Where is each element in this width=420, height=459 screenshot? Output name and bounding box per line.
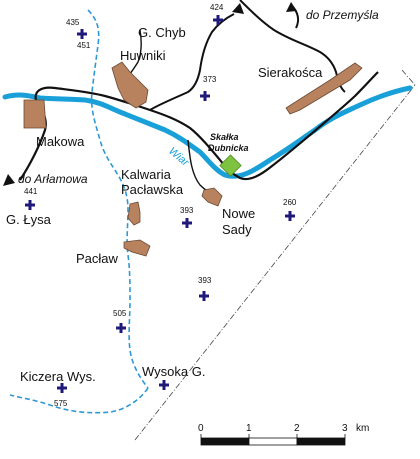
arrow-przemysl-icon <box>286 2 297 12</box>
scale-tick-1: 1 <box>246 423 252 434</box>
label-wysoka: Wysoka G. <box>142 364 205 379</box>
settlement-sierakosca <box>285 62 363 115</box>
summit-393a-marker <box>182 218 192 228</box>
scale-seg-3 <box>296 437 346 446</box>
poi-skalka-label-1: Skałka <box>210 132 239 142</box>
summit-373-marker <box>200 91 210 101</box>
altitude-575: 575 <box>54 399 68 408</box>
altitude-435: 435 <box>66 18 80 27</box>
settlement-nowe-sady <box>201 187 223 207</box>
altitude-260: 260 <box>283 198 297 207</box>
trail-west <box>87 9 149 389</box>
arrow-north-icon <box>232 3 244 14</box>
settlement-huwniki <box>111 61 149 109</box>
scale-tick-3: 3 <box>342 423 348 434</box>
label-kalwaria-1: Kalwaria <box>121 167 172 182</box>
summit-424-marker <box>213 15 223 25</box>
label-huwniki: Huwniki <box>120 48 166 63</box>
settlement-makowa <box>23 99 47 129</box>
label-nowe-1: Nowe <box>222 206 255 221</box>
road-north <box>149 13 235 111</box>
summit-393b-marker <box>199 291 209 301</box>
altitude-424: 424 <box>210 3 224 12</box>
summit-435-marker <box>77 29 87 39</box>
scale-unit: km <box>356 423 369 434</box>
label-kiczera: Kiczera Wys. <box>20 369 96 384</box>
label-nowe-2: Sady <box>222 222 252 237</box>
altitude-373: 373 <box>203 75 217 84</box>
label-kalwaria-2: Pacławska <box>121 182 184 197</box>
label-do-arlamowa: do Arłamowa <box>18 172 88 186</box>
settlement-paclaw <box>123 239 151 257</box>
scale-tick-2: 2 <box>294 423 300 434</box>
poi-skalka-label-2: Dubnicka <box>208 143 249 153</box>
altitude-393a: 393 <box>180 206 194 215</box>
label-do-przemysla: do Przemyśla <box>306 8 379 22</box>
label-g-lysa: G. Łysa <box>6 212 52 227</box>
settlement-kalwaria <box>127 201 141 226</box>
summit-260-marker <box>285 211 295 221</box>
label-makowa: Makowa <box>36 134 85 149</box>
label-paclaw: Pacław <box>76 251 119 266</box>
label-sierakosca: Sierakośca <box>258 65 323 80</box>
arrow-arlamowa-icon <box>3 174 15 186</box>
label-g-chyb: G. Chyb <box>138 25 186 40</box>
altitude-393b: 393 <box>198 276 212 285</box>
label-river-wiar: Wiar <box>166 145 192 170</box>
altitude-441: 441 <box>24 187 38 196</box>
summit-wysoka-marker <box>159 380 169 390</box>
scale-seg-1 <box>200 437 250 446</box>
border-line <box>134 84 416 441</box>
scale-seg-2 <box>248 437 298 446</box>
altitude-451: 451 <box>77 41 91 50</box>
summit-markers <box>25 15 295 393</box>
border-line-edge <box>401 69 416 86</box>
summit-505-marker <box>116 323 126 333</box>
poi-skalka-marker <box>219 154 242 177</box>
scale-tick-0: 0 <box>198 423 204 434</box>
scale-bar <box>200 434 346 446</box>
summit-441-marker <box>25 200 35 210</box>
altitude-505: 505 <box>113 309 127 318</box>
summit-575-marker <box>57 383 67 393</box>
trail-southwest <box>9 387 149 414</box>
